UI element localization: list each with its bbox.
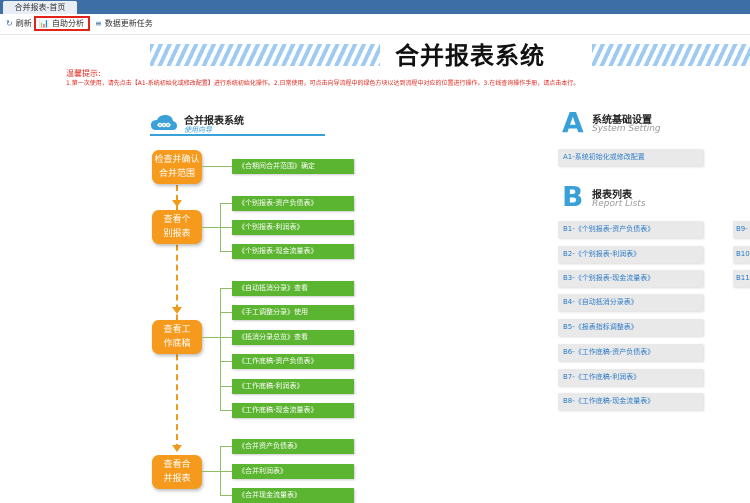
item-ws-cashflow[interactable]: 《工作底稿-现金流量表》 xyxy=(232,403,354,418)
connector xyxy=(220,386,232,387)
connector xyxy=(202,166,232,167)
flow-arrow-3 xyxy=(172,445,182,452)
item-auto-elimination[interactable]: 《自动抵消分录》查看 xyxy=(232,281,354,296)
btn-a1-system-init[interactable]: A1-系统初始化或修改配置 xyxy=(558,149,703,166)
tips-title: 温馨提示: xyxy=(66,69,101,78)
flow-arrow-1 xyxy=(172,200,182,207)
item-manual-adjustment[interactable]: 《手工调整分录》使用 xyxy=(232,305,354,320)
connector xyxy=(220,446,221,495)
section-a-title: 系统基础设置 xyxy=(592,115,652,126)
item-consolidated-income[interactable]: 《合并利润表》 xyxy=(232,464,354,479)
btn-b5[interactable]: B5-《报表指标调整表》 xyxy=(558,319,703,336)
banner-stripes-left xyxy=(150,44,380,66)
item-ws-income[interactable]: 《工作底稿-利润表》 xyxy=(232,379,354,394)
connector xyxy=(220,410,232,411)
guide-divider xyxy=(150,134,325,136)
page-title: 合并报表系统 xyxy=(395,42,545,70)
connector xyxy=(220,203,232,204)
step-label: 查看工作底稿 xyxy=(163,325,191,349)
connector xyxy=(220,251,232,252)
auto-analysis-button[interactable]: 📊 自助分析 xyxy=(34,16,90,31)
section-b-letter: B xyxy=(562,180,584,213)
refresh-icon: ↻ xyxy=(6,19,13,28)
connector xyxy=(220,288,221,410)
connector xyxy=(220,446,232,447)
flow-arrow-2 xyxy=(172,307,182,314)
step-label: 查看个别报表 xyxy=(163,215,191,239)
step-individual-reports[interactable]: 查看个别报表 xyxy=(152,210,202,244)
guide-title: 合并报表系统 xyxy=(184,116,244,127)
step-label: 查看合并报表 xyxy=(163,460,191,484)
connector xyxy=(220,337,232,338)
item-elimination-overview[interactable]: 《抵消分录总览》查看 xyxy=(232,330,354,345)
section-a-letter: A xyxy=(562,106,584,139)
refresh-button[interactable]: ↻ 刷新 xyxy=(3,16,35,31)
btn-b6[interactable]: B6-《工作底稿-资产负债表》 xyxy=(558,344,703,361)
step-check-scope[interactable]: 检查并确认合并范围 xyxy=(152,150,202,184)
refresh-label: 刷新 xyxy=(15,19,32,28)
tab-home[interactable]: 合并报表-首页 xyxy=(3,1,77,14)
btn-b3[interactable]: B3-《个别报表-现金流量表》 xyxy=(558,270,703,287)
connector xyxy=(202,337,220,338)
list-icon: ≡ xyxy=(95,19,102,28)
cloud-logo-icon xyxy=(151,115,177,130)
btn-b4[interactable]: B4-《自动抵消分录表》 xyxy=(558,294,703,311)
connector xyxy=(220,288,232,289)
update-task-button[interactable]: ≡ 数据更新任务 xyxy=(92,16,156,31)
step-consolidated-reports[interactable]: 查看合并报表 xyxy=(152,455,202,489)
connector xyxy=(220,361,232,362)
item-ws-balance-sheet[interactable]: 《工作底稿-资产负债表》 xyxy=(232,354,354,369)
connector xyxy=(220,227,232,228)
connector xyxy=(202,227,220,228)
btn-b9[interactable]: B9- xyxy=(733,221,750,238)
auto-analysis-label: 自助分析 xyxy=(51,19,84,28)
toolbar: ↻ 刷新 📊 自助分析 ≡ 数据更新任务 xyxy=(0,14,750,35)
btn-b8[interactable]: B8-《工作底稿-现金流量表》 xyxy=(558,393,703,410)
btn-b2[interactable]: B2-《个别报表-利润表》 xyxy=(558,246,703,263)
item-consolidated-cashflow[interactable]: 《合并现金流量表》 xyxy=(232,488,354,503)
connector xyxy=(220,471,232,472)
item-consolidated-balance-sheet[interactable]: 《合并资产负债表》 xyxy=(232,439,354,454)
btn-b1[interactable]: B1-《个别报表-资产负债表》 xyxy=(558,221,703,238)
btn-b7[interactable]: B7-《工作底稿-利润表》 xyxy=(558,369,703,386)
item-individual-balance-sheet[interactable]: 《个别报表-资产负债表》 xyxy=(232,196,354,211)
tips-text[interactable]: 1.第一次使用，请先点击【A1-系统初始化或修改配置】进行系统初始化操作。2.日… xyxy=(66,80,580,87)
connector xyxy=(202,471,220,472)
step-worksheets[interactable]: 查看工作底稿 xyxy=(152,320,202,354)
btn-b11[interactable]: B11 xyxy=(733,270,750,287)
update-task-label: 数据更新任务 xyxy=(104,19,153,28)
item-scope-confirm[interactable]: 《合期间合并范围》确定 xyxy=(232,159,354,174)
section-a-subtitle: System Setting xyxy=(592,124,661,134)
title-bar: 合并报表-首页 xyxy=(0,0,750,14)
section-b-title: 报表列表 xyxy=(592,190,632,201)
chart-icon: 📊 xyxy=(39,19,49,28)
guide-subtitle: 使用向导 xyxy=(184,126,212,134)
item-individual-cashflow[interactable]: 《个别报表-现金流量表》 xyxy=(232,244,354,259)
connector xyxy=(220,312,232,313)
step-label: 检查并确认合并范围 xyxy=(154,155,200,179)
section-b-subtitle: Report Lists xyxy=(592,199,646,209)
connector xyxy=(220,495,232,496)
item-individual-income[interactable]: 《个别报表-利润表》 xyxy=(232,220,354,235)
btn-b10[interactable]: B10 xyxy=(733,246,750,263)
banner-stripes-right xyxy=(592,44,750,66)
